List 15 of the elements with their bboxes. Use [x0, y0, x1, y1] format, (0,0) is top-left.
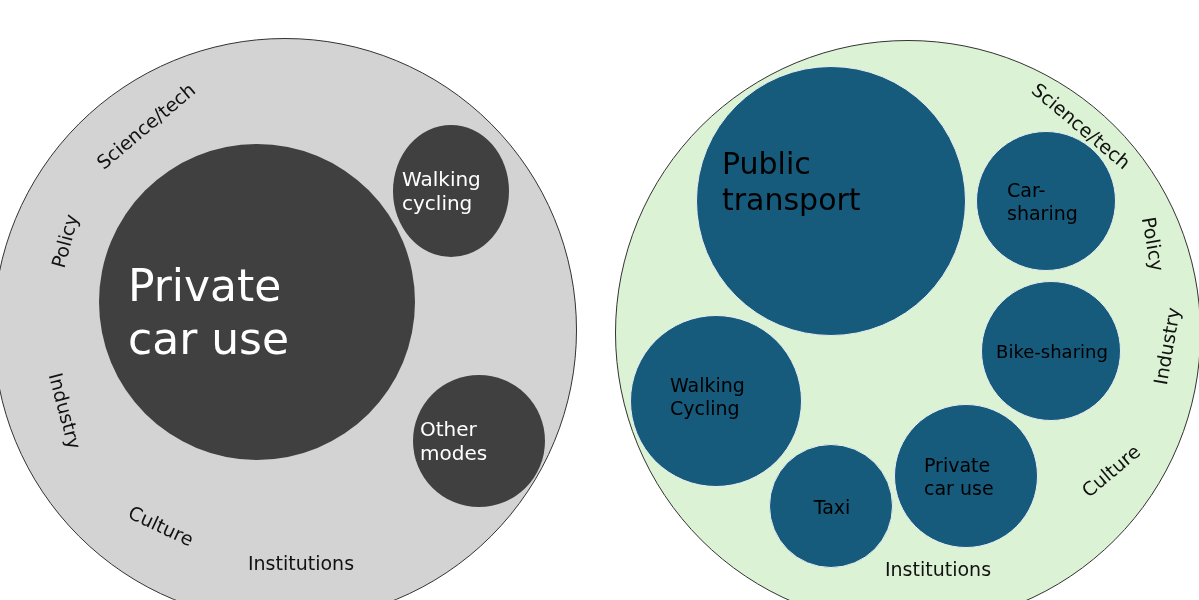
- mode-label: Public transport: [722, 146, 862, 218]
- factor-label: Institutions: [247, 551, 355, 575]
- factor-label: Industry: [1149, 305, 1185, 387]
- factor-label: Industry: [43, 370, 87, 452]
- mode-label: Taxi: [812, 495, 852, 519]
- mode-label: Car-sharing: [1007, 179, 1079, 225]
- factor-label: Policy: [46, 211, 84, 271]
- factor-label: Institutions: [884, 557, 992, 581]
- factor-label: Policy: [1137, 215, 1169, 273]
- mode-label: Other modes: [420, 417, 489, 465]
- mode-label: Walking cycling: [402, 167, 482, 215]
- mode-label: Private car use: [128, 260, 291, 366]
- mode-label: Private car use: [924, 454, 995, 500]
- mode-label: Walking Cycling: [670, 374, 746, 420]
- mode-label: Bike-sharing: [995, 341, 1109, 363]
